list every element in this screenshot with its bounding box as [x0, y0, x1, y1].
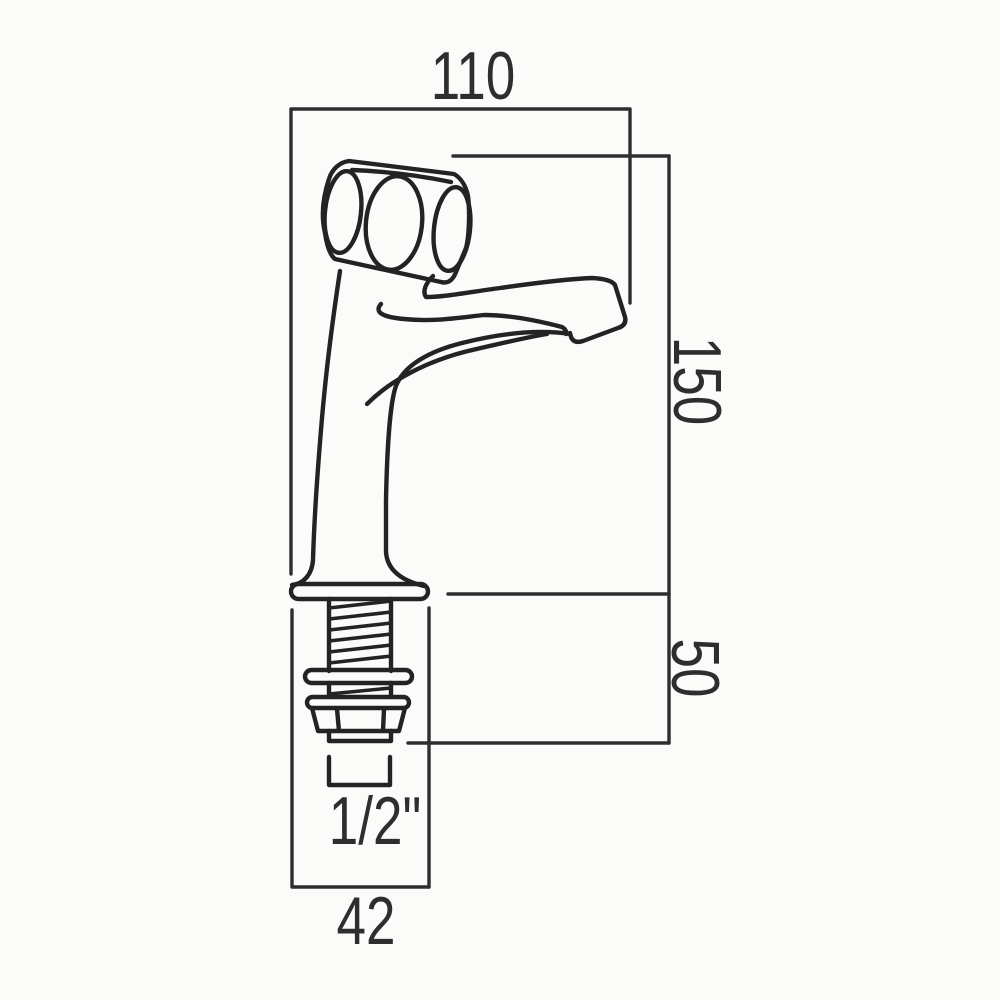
dim-label-height-upper: 150 [659, 336, 735, 426]
tap-body-left-edge [289, 268, 343, 588]
dim-width-110-outline [289, 107, 632, 576]
tap-spout-smile-contour [376, 301, 569, 337]
dim-label-thread-size: 1/2" [328, 783, 422, 859]
tap-outline [288, 158, 628, 788]
tap-spout-top-edge [422, 273, 628, 345]
dim-label-width-top: 110 [430, 38, 516, 114]
tap-base-flange [288, 581, 431, 602]
tap-spout-underside-and-body-right [383, 329, 573, 589]
dim-left-lower-and-bottom [290, 608, 431, 889]
handle-indent-right [431, 184, 473, 274]
backnut-facets [309, 705, 408, 734]
dimension-lines [289, 107, 671, 889]
backnut-stub [326, 728, 394, 744]
tap-spout-inner-sweep [364, 331, 550, 407]
handle-indent-middle [363, 173, 425, 273]
shank-washer [302, 667, 415, 686]
handle-indent-left [322, 168, 364, 256]
dim-label-width-bottom: 42 [336, 883, 396, 959]
tap-handle-top-edge [349, 167, 454, 185]
backnut-top-cap [304, 694, 412, 711]
tail-pipe [326, 754, 393, 788]
shank-thread-hatching [327, 599, 393, 665]
shank-thread-lower [327, 686, 393, 696]
dim-label-height-lower: 50 [657, 638, 733, 698]
